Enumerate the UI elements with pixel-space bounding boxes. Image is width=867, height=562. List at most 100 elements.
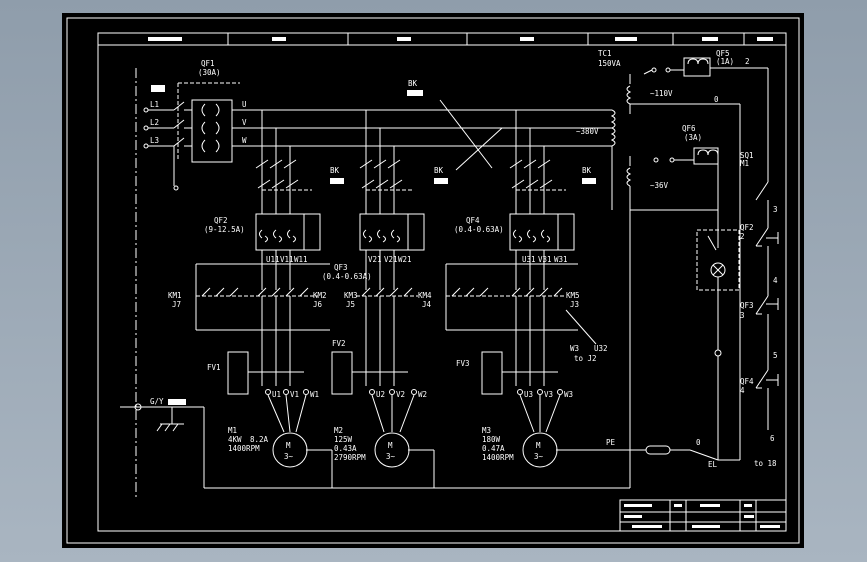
j6-label: J6 <box>313 300 323 309</box>
motor-m3: M 3~ M3 180W 0.47A 1400RPM <box>482 426 558 468</box>
v380-label: ~380V <box>576 127 599 136</box>
qf3-ctrl-num: 3 <box>740 311 745 320</box>
m2-v: V2 <box>396 390 405 399</box>
sq1-sub: M1 <box>740 159 749 168</box>
m3-u: U3 <box>524 390 533 399</box>
wire-6: 6 <box>770 434 775 443</box>
j5-label: J5 <box>346 300 355 309</box>
m3-power: 180W <box>482 435 501 444</box>
t1-w: W11 <box>294 255 308 264</box>
ground-pe: G/Y PE <box>120 210 646 489</box>
qf2-ctrl-num: 2 <box>740 232 745 241</box>
drawing-sheet: L1 L2 L3 QF1 (30A) U V W BK TC1 150 <box>62 13 804 548</box>
phase-l3: L3 <box>150 136 159 145</box>
bus-v: V <box>242 118 247 127</box>
m2-power: 125W <box>334 435 353 444</box>
fv3-label: FV3 <box>456 359 470 368</box>
qf2-block: QF2 (9-12.5A) U11 V11 W11 <box>204 213 321 264</box>
m1-power: 4KW <box>228 435 242 444</box>
qf6-rating: (3A) <box>684 133 702 142</box>
wire-5: 5 <box>773 351 778 360</box>
qf2-label: QF2 <box>214 216 228 225</box>
t2-v: V21 <box>384 255 398 264</box>
m3-current: 0.47A <box>482 444 505 453</box>
wire-2: 2 <box>745 57 750 66</box>
pe-label: PE <box>606 438 616 447</box>
m3-speed: 1400RPM <box>482 453 514 462</box>
phase-l2: L2 <box>150 118 159 127</box>
m1-w: W1 <box>310 390 319 399</box>
fv1-label: FV1 <box>207 363 221 372</box>
km1-label: KM1 <box>168 291 182 300</box>
t2-u: V21 <box>368 255 382 264</box>
bk-label-1: BK <box>330 166 340 175</box>
sq1-label: SQ1 <box>740 151 754 160</box>
fv2-label: FV2 <box>332 339 346 348</box>
top-strip-marks <box>148 37 773 41</box>
m1-u: U1 <box>272 390 281 399</box>
m2-name: M2 <box>334 426 343 435</box>
m2-current: 0.43A <box>334 444 357 453</box>
m2-w: W2 <box>418 390 427 399</box>
qf2-ctrl: QF2 <box>740 223 754 232</box>
v110-label: ~110V <box>650 89 673 98</box>
to-18: to 18 <box>754 459 777 468</box>
w3-extra: W3 <box>570 344 579 353</box>
qf5-label: QF5 <box>716 49 730 58</box>
motor-feeds <box>248 296 558 386</box>
title-block <box>619 499 787 532</box>
qf1-breaker: QF1 (30A) <box>173 59 240 191</box>
t3-w: W31 <box>554 255 568 264</box>
power-bus: U V W <box>232 100 612 147</box>
qf3-rating: (0.4-0.63A) <box>322 272 372 281</box>
t3-u: U31 <box>522 255 536 264</box>
transformer-tc1: TC1 150VA ~380V ~110V ~36V <box>576 49 718 211</box>
qf5-rating: (1A) <box>716 57 734 66</box>
fv-units: FV1 FV2 FV3 <box>207 339 503 395</box>
m1-symbol-ac: 3~ <box>284 452 294 461</box>
j7-label: J7 <box>172 300 181 309</box>
t3-v: V31 <box>538 255 552 264</box>
qf1-label: QF1 <box>201 59 215 68</box>
control-circuit: QF5 (1A) 2 0 QF6 (3A) SQ1 M1 3 QF2 2 <box>630 49 779 469</box>
t1-u: U11 <box>266 255 280 264</box>
j4-label: J4 <box>422 300 432 309</box>
qf4-label: QF4 <box>466 216 480 225</box>
wire-4: 4 <box>773 276 778 285</box>
qf4-ctrl-num: 4 <box>740 386 745 395</box>
m2-symbol-ac: 3~ <box>386 452 396 461</box>
qf4-block: QF4 (0.4-0.63A) U31 V31 W31 <box>454 213 575 264</box>
m3-w: W3 <box>564 390 573 399</box>
el-label: EL <box>708 460 718 469</box>
m3-v: V3 <box>544 390 553 399</box>
km5-label: KM5 <box>566 291 580 300</box>
m1-v: V1 <box>290 390 299 399</box>
m3-symbol-ac: 3~ <box>534 452 544 461</box>
m3-name: M3 <box>482 426 491 435</box>
km4-label: KM4 <box>418 291 432 300</box>
bk-label-top: BK <box>408 79 418 88</box>
t2-w: W21 <box>398 255 412 264</box>
top-strip-dividers <box>227 33 745 45</box>
to-j2: to J2 <box>574 354 597 363</box>
supply-lines: L1 L2 L3 <box>135 68 174 500</box>
contactor-section: KM1 J7 KM2 J6 KM3 J5 KM4 J4 KM5 J3 W3 U3… <box>168 250 608 363</box>
u32-extra: U32 <box>594 344 608 353</box>
tc1-label: TC1 <box>598 49 612 58</box>
m2-speed: 2790RPM <box>334 453 366 462</box>
wire-3: 3 <box>773 205 778 214</box>
qf1-rating: (30A) <box>198 68 221 77</box>
phase-l1: L1 <box>150 100 159 109</box>
qf2-rating: (9-12.5A) <box>204 225 245 234</box>
qf3-block: QF3 (0.4-0.63A) V21 V21 W21 <box>322 213 425 281</box>
wire-0-bottom: 0 <box>696 438 701 447</box>
m2-symbol: M <box>388 441 393 450</box>
qf6-label: QF6 <box>682 124 696 133</box>
qf3-ctrl: QF3 <box>740 301 754 310</box>
tc1-va: 150VA <box>598 59 621 68</box>
m1-symbol: M <box>286 441 291 450</box>
inner-frame <box>97 32 787 532</box>
outer-frame <box>66 17 800 544</box>
motor-terminals: U1 V1 W1 U2 V2 W2 U3 V3 W3 <box>265 389 573 433</box>
m3-symbol: M <box>536 441 541 450</box>
